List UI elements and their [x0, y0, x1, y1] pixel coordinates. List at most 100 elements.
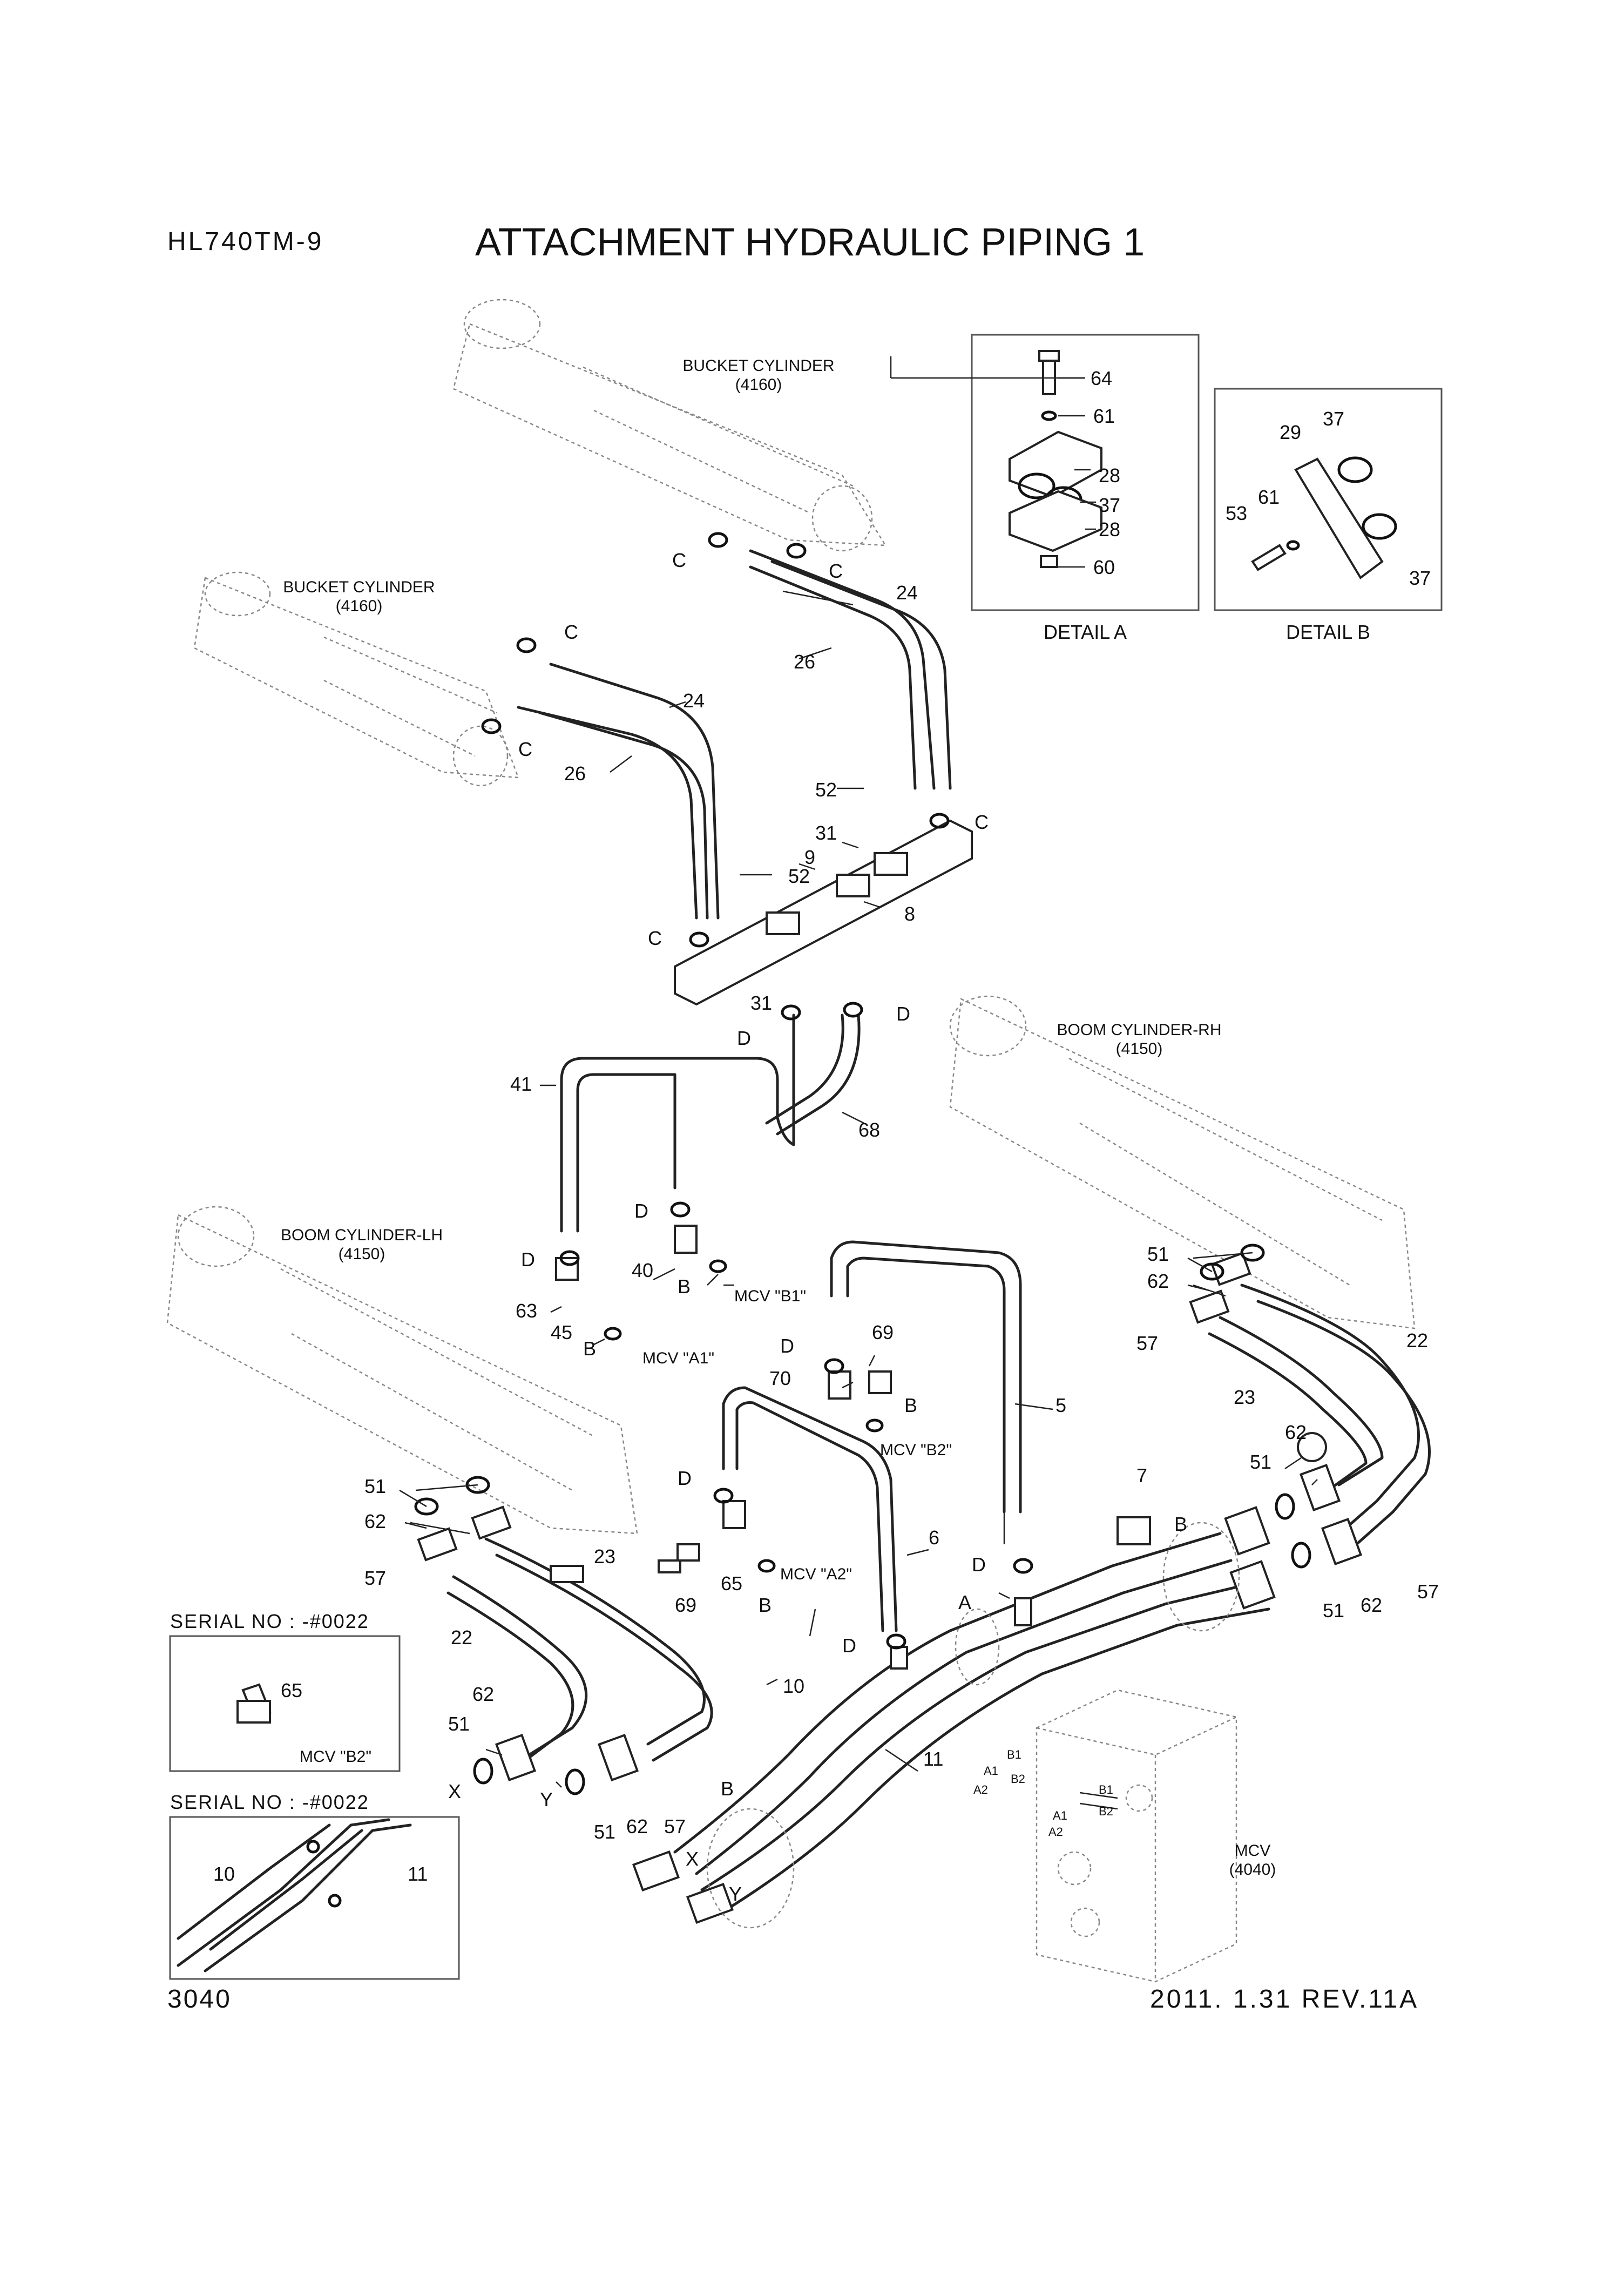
callout-52: 52 [815, 779, 837, 801]
callout-31: 31 [815, 822, 837, 844]
callout-y: Y [729, 1883, 742, 1905]
boom-cylinder-lh-outline [166, 1206, 638, 1535]
callout-b: B [583, 1337, 596, 1360]
serial-box-labels: SERIAL NO : -#0022 65 MCV "B2" SERIAL NO… [170, 1610, 428, 1885]
serial-box-2-label: SERIAL NO : -#0022 [170, 1791, 369, 1813]
mcv-port-b1: B1 [1099, 1783, 1113, 1796]
callout-d: D [678, 1467, 692, 1489]
pipe-10-11 [673, 1532, 1270, 1913]
hose-41-68 [560, 1014, 861, 1233]
mcv-port-a1: A1 [1053, 1809, 1067, 1822]
page-title: ATTACHMENT HYDRAULIC PIPING 1 [475, 221, 1145, 264]
serial-box-parts [177, 1683, 412, 1972]
callout-8: 8 [904, 903, 915, 925]
mcv-a1-port: MCV "A1" [642, 1349, 714, 1367]
mcv-port-labels: B1 A1 B2 A2 B1 A1 B2 A2 [973, 1748, 1113, 1839]
manifold-block [674, 819, 973, 1006]
boom-cylinder-rh-code: (4150) [1116, 1040, 1163, 1058]
bucket-cylinder-lower-name: BUCKET CYLINDER [283, 578, 435, 596]
callout-61: 61 [1258, 486, 1280, 508]
callout-24: 24 [896, 582, 918, 604]
callout-c: C [564, 621, 578, 643]
callout-7: 7 [1136, 1464, 1147, 1487]
bucket-cylinder-lower-outline [193, 571, 519, 787]
detail-b-frame [1214, 388, 1443, 611]
serial-box-1-frame [169, 1635, 401, 1772]
callout-37: 37 [1409, 567, 1431, 589]
boom-cylinder-rh-name: BOOM CYLINDER-RH [1057, 1021, 1221, 1039]
callout-65: 65 [721, 1572, 742, 1595]
detail-a-caption: DETAIL A [1044, 621, 1127, 643]
callout-23: 23 [1234, 1386, 1255, 1408]
bucket-cylinder-upper-code: (4160) [735, 376, 782, 394]
callout-d: D [842, 1634, 856, 1657]
boom-cylinder-lh-name: BOOM CYLINDER-LH [281, 1226, 443, 1244]
hose-24-26-lower [517, 663, 720, 920]
bucket-cylinder-lower-code: (4160) [336, 597, 383, 615]
component-labels: BUCKET CYLINDER (4160) BUCKET CYLINDER (… [281, 357, 1276, 1879]
detail-markers [706, 1522, 1240, 1929]
o-rings [414, 532, 1311, 1795]
callout-26: 26 [564, 762, 586, 785]
callout-b: B [759, 1594, 772, 1616]
callout-69: 69 [872, 1321, 894, 1343]
hose-5 [830, 1240, 1022, 1514]
bucket-cylinder-upper-name: BUCKET CYLINDER [682, 357, 834, 375]
callout-11: 11 [923, 1748, 943, 1770]
mcv-a2-port: MCV "A2" [780, 1565, 852, 1583]
callout-45: 45 [551, 1321, 572, 1343]
callout-37: 37 [1323, 408, 1344, 430]
detail-b-caption: DETAIL B [1286, 621, 1370, 643]
callout-28: 28 [1099, 464, 1120, 487]
callout-d: D [634, 1200, 648, 1222]
callout-b: B [904, 1394, 917, 1416]
callout-d: D [521, 1248, 535, 1271]
bucket-cylinder-upper-outline [452, 299, 887, 552]
callout-d: D [780, 1335, 794, 1357]
callout-60: 60 [1093, 556, 1115, 578]
callout-51: 51 [1250, 1451, 1271, 1473]
mcv-code: (4040) [1229, 1861, 1276, 1879]
callout-62: 62 [626, 1815, 648, 1837]
callout-62: 62 [1147, 1270, 1169, 1292]
boom-cylinder-rh-outline [949, 995, 1416, 1329]
callout-64: 64 [1091, 367, 1112, 389]
mcv-port-b2: B2 [1099, 1805, 1113, 1818]
callout-labels: C C C C C C 24 26 24 26 52 52 31 31 9 8 … [364, 549, 1439, 1905]
detail-b-parts [1251, 456, 1397, 579]
callout-b: B [678, 1275, 691, 1298]
mcv-b2-port: MCV "B2" [880, 1441, 952, 1459]
mcv-outline [1036, 1689, 1237, 1983]
callout-d: D [972, 1553, 986, 1576]
callout-51: 51 [364, 1475, 386, 1497]
callout-23: 23 [594, 1545, 615, 1568]
callout-x: X [686, 1848, 699, 1870]
callout-10: 10 [213, 1863, 235, 1885]
detail-a-frame [971, 334, 1200, 611]
detail-labels: 64 61 28 37 28 60 DETAIL A 29 37 53 61 3… [1044, 367, 1431, 643]
callout-b: B [1174, 1513, 1187, 1535]
serial-box-2-frame [169, 1816, 460, 1980]
callout-57: 57 [664, 1815, 686, 1837]
callout-51: 51 [448, 1713, 470, 1735]
callout-c: C [518, 738, 532, 760]
callout-24: 24 [683, 690, 705, 712]
page-number: 3040 [167, 1985, 232, 2014]
callout-c: C [975, 811, 989, 833]
callout-51: 51 [1147, 1243, 1169, 1265]
serial-box-1-label: SERIAL NO : -#0022 [170, 1610, 369, 1632]
callout-x: X [448, 1780, 461, 1802]
callout-52: 52 [788, 865, 810, 887]
callout-37: 37 [1099, 494, 1120, 516]
pipe-22-23-lh [446, 1537, 713, 1767]
callout-6: 6 [929, 1526, 939, 1549]
mcv-port-b2: B2 [1011, 1772, 1025, 1786]
detail-a-parts [1009, 350, 1102, 568]
callout-a: A [958, 1591, 971, 1613]
callout-d: D [896, 1003, 910, 1025]
hose-6 [722, 1386, 898, 1632]
flanges [417, 1225, 1363, 1924]
callout-10: 10 [783, 1675, 804, 1697]
mcv-name: MCV [1235, 1842, 1271, 1860]
